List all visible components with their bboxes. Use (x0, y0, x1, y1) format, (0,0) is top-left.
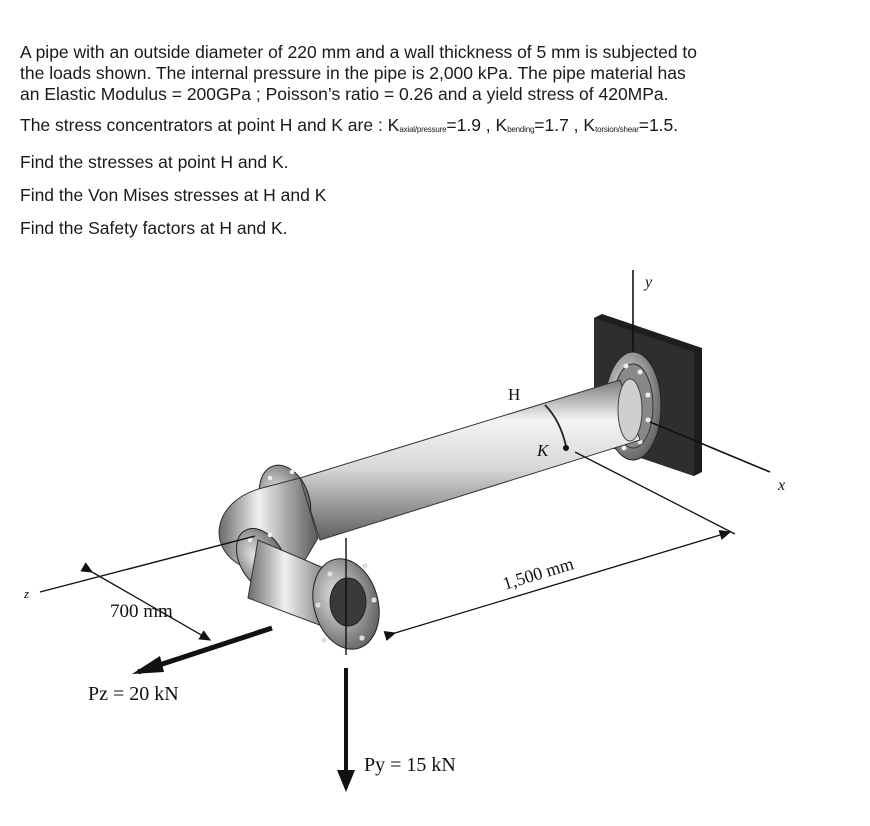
question-2: Find the Von Mises stresses at H and K (20, 185, 327, 205)
load-py-label: Py = 15 kN (364, 754, 456, 776)
z-axis-line (39, 535, 256, 593)
k-bending-subscript: bending (507, 125, 535, 134)
load-py-arrow: Py = 15 kN (337, 668, 456, 792)
question-3: Find the Safety factors at H and K. (20, 218, 288, 238)
x-axis-line (649, 421, 771, 473)
k-axial-subscript: axial/pressure (399, 125, 447, 134)
main-pipe (299, 379, 641, 541)
dim-1500-label: 1,500 mm (500, 553, 576, 593)
load-pz-label: Pz = 20 kN (88, 683, 179, 705)
question-1: Find the stresses at point H and K. (20, 152, 289, 172)
dim-700-label: 700 mm (110, 601, 173, 622)
k-axial-value: =1.9 , K (446, 115, 508, 135)
pipe-diagram: y x H K (23, 270, 785, 792)
k-bending-value: =1.7 , K (534, 115, 596, 135)
x-axis-label: x (777, 477, 785, 494)
point-k-marker (563, 445, 569, 451)
stress-conc-prefix: The stress concentrators at point H and … (20, 115, 400, 135)
problem-statement: A pipe with an outside diameter of 220 m… (20, 42, 860, 239)
k-torsion-subscript: torsion/shear (595, 125, 639, 134)
load-pz-arrow: Pz = 20 kN (88, 625, 273, 705)
k-torsion-value: =1.5. (638, 115, 679, 135)
z-axis-label: z (23, 586, 29, 601)
dimension-700: 700 mm (80, 562, 212, 641)
intro-line-2: the loads shown. The internal pressure i… (20, 63, 686, 83)
y-axis-label: y (643, 274, 653, 291)
intro-paragraph: A pipe with an outside diameter of 220 m… (20, 42, 860, 105)
point-h-label: H (508, 385, 520, 404)
pipe-figure: y x H K (0, 255, 870, 821)
intro-line-3: an Elastic Modulus = 200GPa ; Poisson’s … (20, 84, 669, 104)
intro-line-1: A pipe with an outside diameter of 220 m… (20, 42, 698, 62)
stress-concentrators-line: The stress concentrators at point H and … (20, 115, 860, 140)
point-k-label: K (536, 441, 550, 460)
